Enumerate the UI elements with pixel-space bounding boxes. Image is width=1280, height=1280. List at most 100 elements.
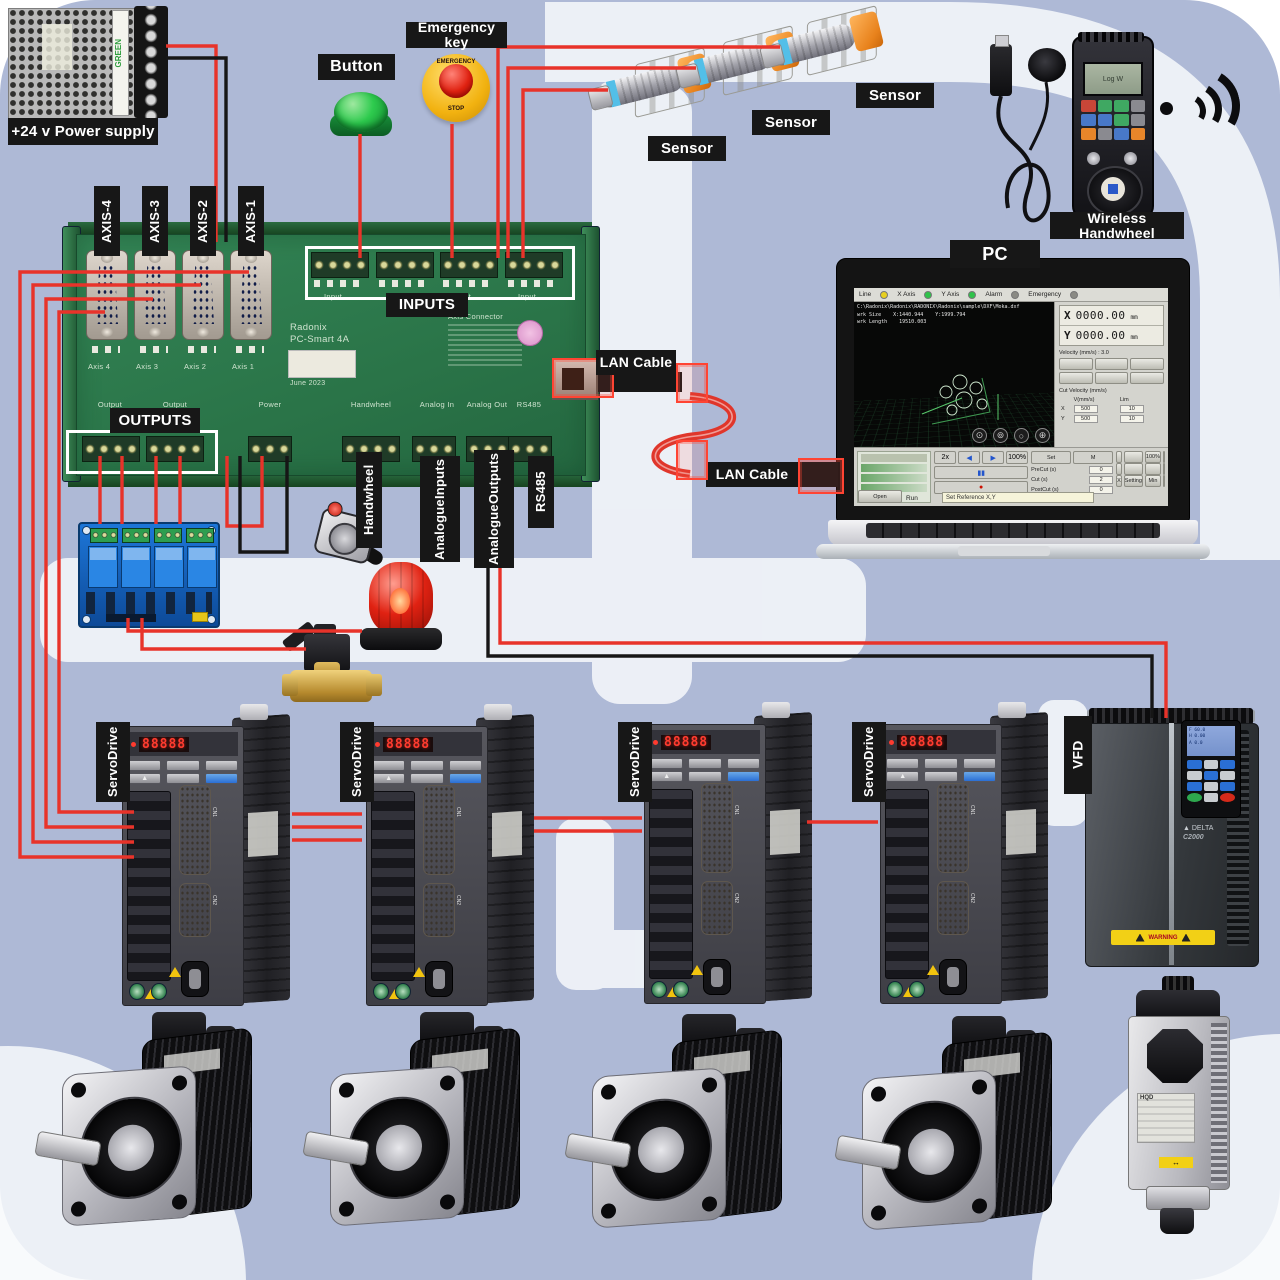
x-lim-field[interactable]: 10 <box>1119 405 1144 413</box>
servo-motor-3 <box>564 1014 786 1234</box>
cn3-usb-port <box>181 961 209 997</box>
fn-button[interactable] <box>1059 358 1093 370</box>
cut-field[interactable]: 2 <box>1089 476 1114 484</box>
spindle-label: HQD <box>1137 1093 1195 1143</box>
analog-out-silk: Analog Out <box>466 400 508 409</box>
rs485-silk: RS485 <box>516 400 542 409</box>
green-push-button <box>330 92 392 138</box>
aux-button[interactable] <box>1123 463 1143 475</box>
fn-button[interactable] <box>1094 372 1129 384</box>
aux-button[interactable] <box>1163 463 1165 475</box>
spindle-collet <box>1160 1208 1194 1234</box>
axis-3-label: AXIS-3 <box>142 186 168 256</box>
status-alarm: Alarm <box>985 291 1003 298</box>
status-x-axis: X Axis <box>897 291 916 298</box>
button-dome <box>334 92 388 132</box>
aux-button[interactable] <box>1116 463 1122 475</box>
aux-button[interactable] <box>1123 451 1143 463</box>
vfd-run-button <box>1187 793 1202 802</box>
estop-stop-text: STOP <box>447 106 465 112</box>
cn2-connector <box>179 883 211 937</box>
laptop-keyboard-deck <box>828 520 1198 546</box>
aux-100-button[interactable]: 100% <box>1144 451 1161 463</box>
x-speed-field[interactable]: 500 <box>1073 405 1098 413</box>
control-panel: 2x ◀ ▶ 100% ▮▮ ● Set M PreCut (s)0 Cut (… <box>854 447 1168 506</box>
input-terminal-3 <box>440 252 498 278</box>
fn-button[interactable] <box>1130 372 1165 384</box>
setting-button[interactable]: Setting <box>1123 475 1143 487</box>
laptop-keyboard <box>866 523 1160 538</box>
pause-button[interactable]: ▮▮ <box>934 466 1029 479</box>
lan-cable-bar-1 <box>598 372 682 392</box>
emergency-key-label: Emergency key <box>406 20 507 49</box>
fn-button[interactable] <box>1059 372 1093 384</box>
view-toolbar[interactable]: ⊙ ⊚ ○ ⊕ <box>972 428 1050 443</box>
vfd-warning-label: WARNING <box>1111 930 1215 945</box>
fn-button[interactable] <box>1094 358 1129 370</box>
spindle-motor: HQD ↔ <box>1116 976 1240 1240</box>
aux-button[interactable] <box>1144 463 1161 475</box>
servo-drive-3: 88888 ▲ CN1 CN2 <box>640 702 812 1006</box>
file-info: C:\Radonix\Radonix\RADONIX\Radonix\sampl… <box>857 304 1020 325</box>
usb-plug <box>995 35 1009 47</box>
m-button[interactable]: M <box>1073 451 1114 464</box>
y-speed-field[interactable]: 500 <box>1073 415 1098 423</box>
postcut-field[interactable]: 0 <box>1089 486 1114 494</box>
lan-plug-laptop <box>798 458 844 494</box>
board-model: PC-Smart 4A <box>290 334 350 345</box>
alarm-indicator <box>1011 290 1020 299</box>
qc-sticker <box>517 320 543 346</box>
power-supply-label: +24 v Power supply <box>8 118 158 145</box>
aux-button[interactable] <box>1163 475 1165 487</box>
aux-button[interactable] <box>1116 451 1122 463</box>
y-axis-indicator <box>968 290 977 299</box>
x-button[interactable]: X <box>1116 475 1122 487</box>
spindle-connector-box <box>1147 1029 1203 1083</box>
solenoid-valve <box>281 620 382 708</box>
antenna-base <box>1028 48 1066 82</box>
input-terminal-2 <box>376 252 434 278</box>
step-back-button[interactable]: ◀ <box>958 451 981 464</box>
spindle-fins <box>1211 1023 1227 1183</box>
speed-2x-button[interactable]: 2x <box>934 451 957 464</box>
zoom-fit-icon[interactable]: ⊙ <box>972 428 987 443</box>
laptop-trackpad <box>958 546 1050 556</box>
pendant-keypad <box>1081 100 1145 146</box>
feed-100-button[interactable]: 100% <box>1006 451 1029 464</box>
psu-label-window <box>42 24 72 70</box>
sensor-2-label: Sensor <box>752 110 830 135</box>
status-y-axis: Y Axis <box>941 291 960 298</box>
step-forward-button[interactable]: ▶ <box>982 451 1005 464</box>
set-button[interactable]: Set <box>1031 451 1072 464</box>
pan-icon[interactable]: ⊕ <box>1035 428 1050 443</box>
wireless-handwheel-label: Wireless Handwheel <box>1050 211 1184 240</box>
aux-button[interactable] <box>1163 451 1165 463</box>
toolpath-3d-view[interactable]: C:\Radonix\Radonix\RADONIX\Radonix\sampl… <box>854 302 1054 447</box>
psu-brand-strip: GREEN <box>112 10 129 116</box>
circle-view-icon[interactable]: ○ <box>1014 428 1029 443</box>
zoom-target-icon[interactable]: ⊚ <box>993 428 1008 443</box>
wireless-handwheel-pendant: Log W <box>1072 32 1154 220</box>
reference-input[interactable]: Set Reference X,Y <box>942 492 1094 503</box>
board-date: June 2023 <box>290 380 326 387</box>
min-button[interactable]: Min <box>1144 475 1161 487</box>
servo-motor-2 <box>302 1012 524 1232</box>
emergency-indicator <box>1070 290 1079 299</box>
fn-button[interactable] <box>1130 358 1165 370</box>
alarm-beacon <box>360 562 442 650</box>
precut-field[interactable]: 0 <box>1089 466 1114 474</box>
pendant-knob-left <box>1087 152 1100 165</box>
input-silk-4: Input <box>518 292 537 301</box>
lan-cable-label-2: LAN Cable <box>712 462 792 487</box>
y-lim-field[interactable]: 10 <box>1119 415 1144 423</box>
open-button[interactable]: Open <box>858 490 902 503</box>
